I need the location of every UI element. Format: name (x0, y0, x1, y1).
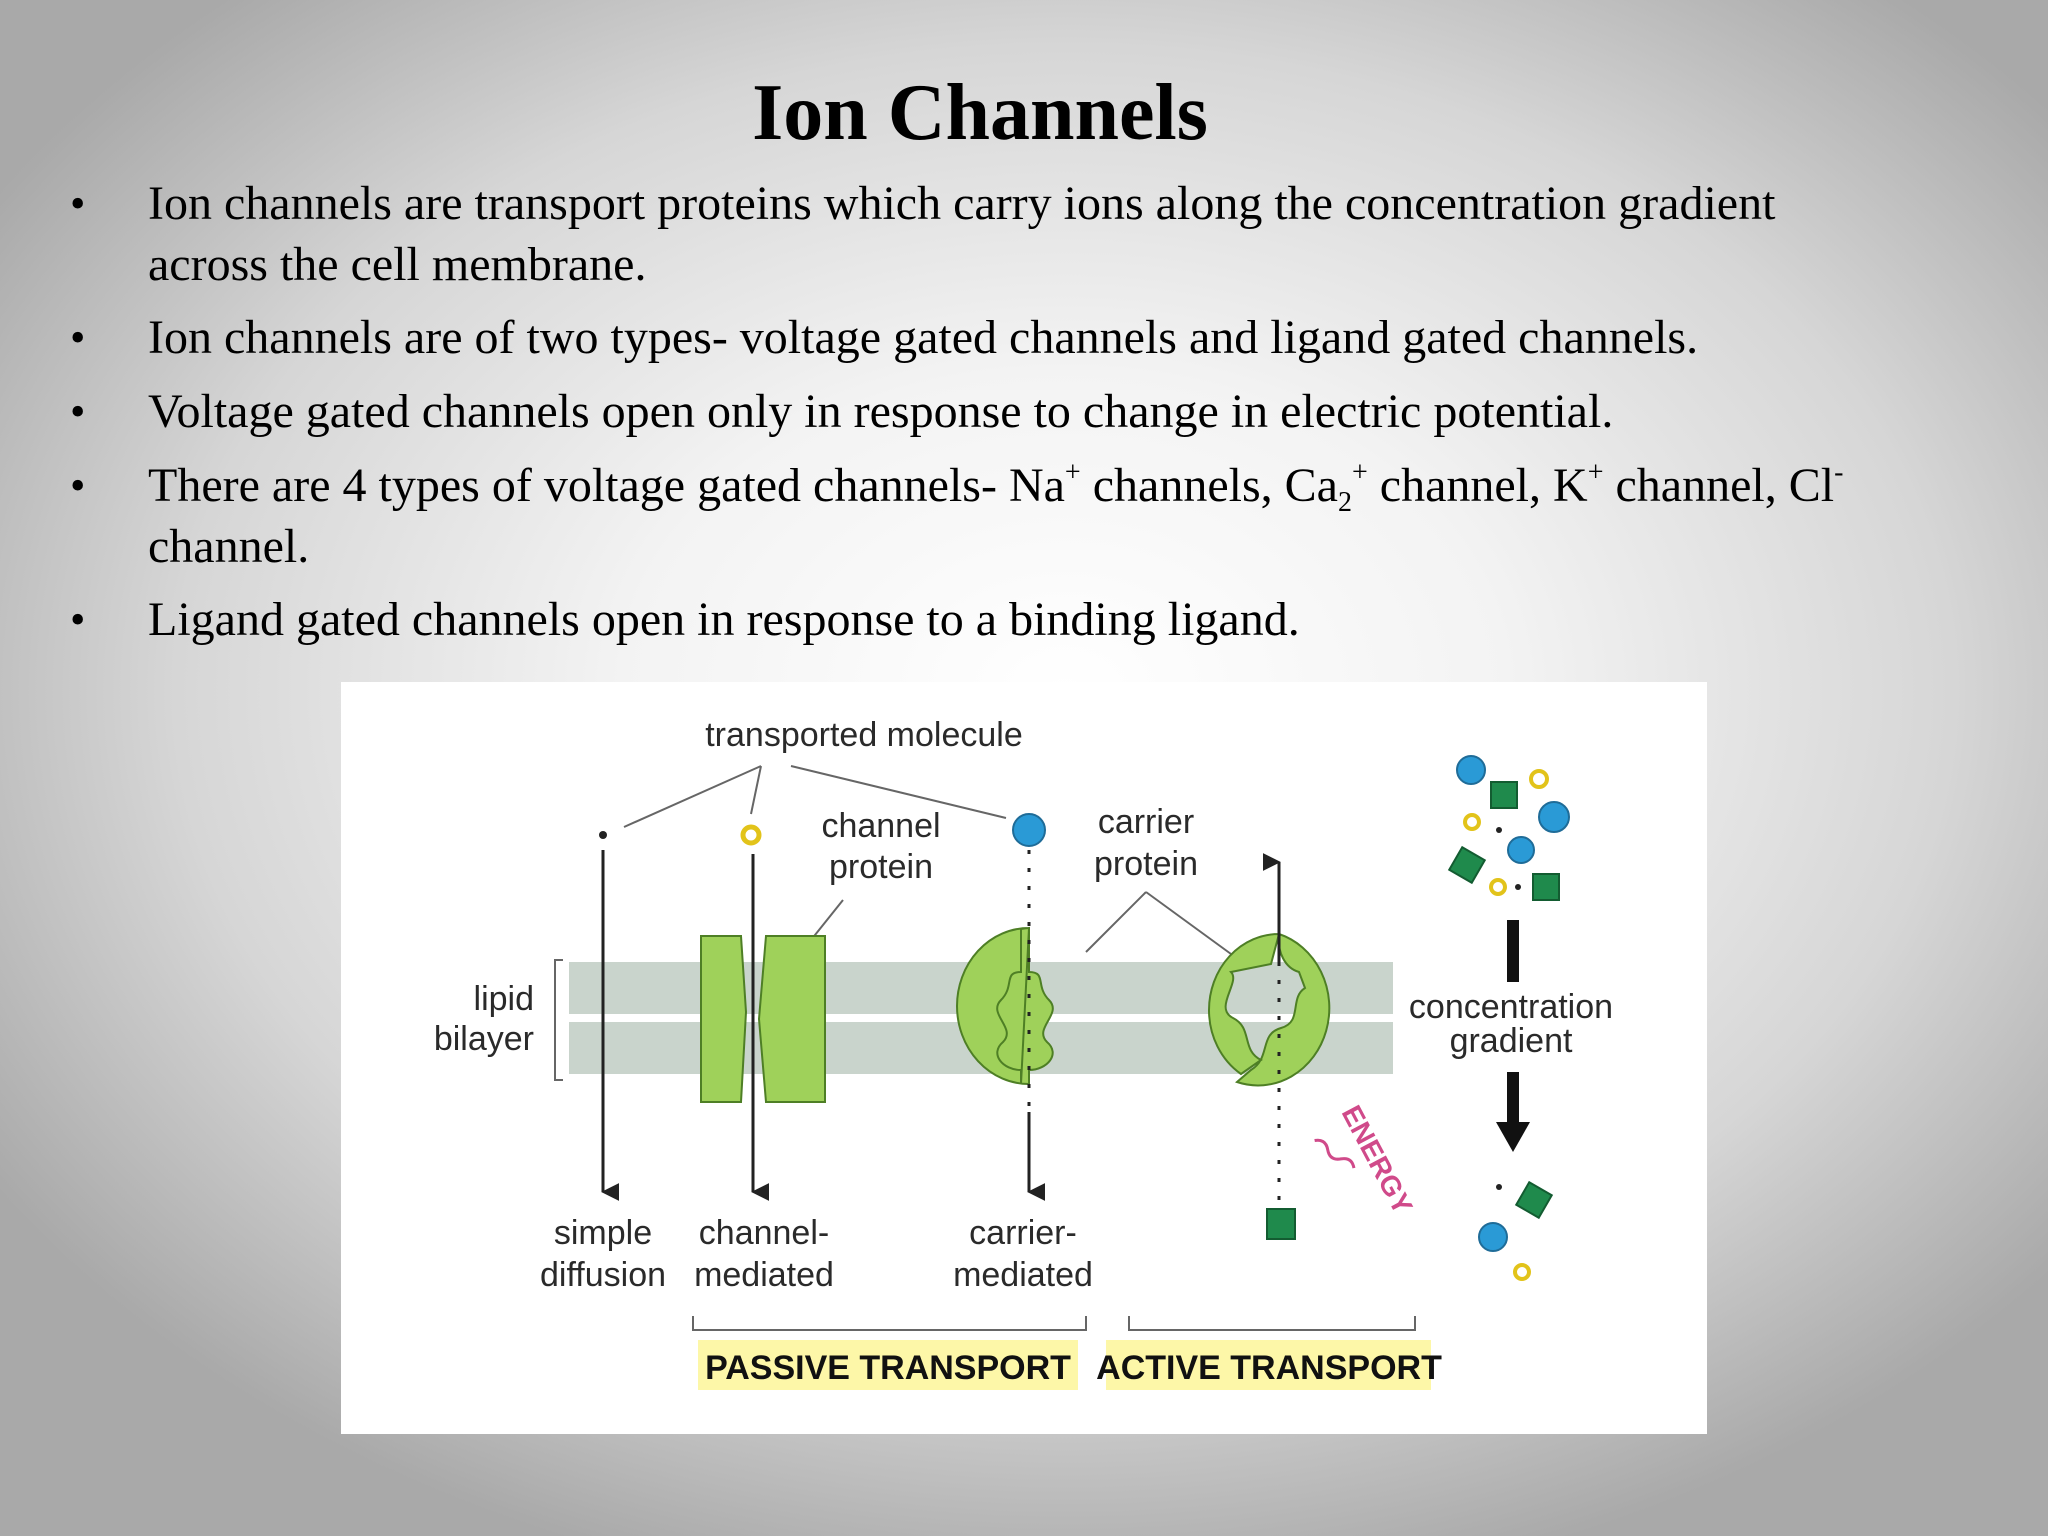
blue-molecule (1507, 836, 1535, 864)
active-transport-label: ACTIVE TRANSPORT (1096, 1349, 1442, 1387)
yellow-ring-molecule (740, 824, 762, 846)
bullet-marker: • (70, 313, 86, 362)
channel-protein-pointer (810, 899, 844, 941)
channel-protein-left (700, 935, 748, 1103)
green-square-molecule (1514, 1180, 1554, 1220)
concentration-gradient-label-line-2: gradient (1450, 1022, 1573, 1060)
active-transport-highlight (1106, 1340, 1431, 1390)
yellow-ring-molecule (1513, 1263, 1531, 1281)
bullet-1-line-1: Ion channels are transport proteins whic… (148, 177, 1776, 230)
carrier-protein-label-line-1: carrier (1098, 803, 1194, 841)
gradient-bar-top (1507, 920, 1519, 982)
text-segment: channel, Cl (1603, 459, 1835, 512)
green-square-molecule (1266, 1208, 1296, 1240)
text-segment: channel, K (1367, 459, 1588, 512)
yellow-ring-molecule (1489, 878, 1507, 896)
active-carrier-protein (1207, 932, 1331, 1087)
lipid-bilayer-label-line-1: lipid (474, 980, 534, 1018)
passive-transport-bracket (692, 1316, 1087, 1331)
carrier-mediated-label-line-1: carrier- (969, 1214, 1077, 1252)
bilayer-bracket (554, 959, 563, 1081)
cl-charge: - (1834, 457, 1844, 488)
channel-protein-right (757, 935, 826, 1103)
bullet-5-line-1: Ligand gated channels open in response t… (148, 593, 1300, 646)
concentration-gradient-label-line-1: concentration (1409, 988, 1613, 1026)
channel-protein-label-line-1: channel (821, 807, 940, 845)
membrane-transport-diagram: lipid bilayer transported molecule chann… (341, 682, 1707, 1434)
green-square-molecule (1532, 873, 1560, 901)
small-molecule-dot (1515, 884, 1521, 890)
active-transport-bracket (1128, 1316, 1416, 1331)
diagram-svg: lipid bilayer transported molecule chann… (434, 716, 1613, 1390)
channel-mediated-label-line-1: channel- (699, 1214, 829, 1252)
blue-molecule (1538, 801, 1570, 833)
ca-subscript: 2 (1337, 487, 1352, 518)
small-molecule-dot (599, 831, 607, 839)
ca-charge: + (1351, 457, 1368, 488)
bullet-2: • Ion channels are of two types- voltage… (70, 307, 1978, 368)
small-molecule-dot (1496, 827, 1502, 833)
bullet-1: • Ion channels are transport proteins wh… (70, 173, 1978, 295)
bullet-marker: • (70, 387, 86, 436)
slide-title: Ion Channels (752, 69, 1208, 157)
channel-protein-label-line-2: protein (829, 848, 933, 886)
text-segment: There are 4 types of voltage gated chann… (148, 459, 1065, 512)
bullet-3: • Voltage gated channels open only in re… (70, 381, 1978, 442)
bullet-5: • Ligand gated channels open in response… (70, 589, 1978, 650)
bullet-marker: • (70, 461, 86, 510)
carrier-protein-connector (1085, 891, 1232, 955)
blue-molecule (1478, 1222, 1508, 1252)
gradient-arrowhead (1496, 1122, 1530, 1152)
channel-mediated-label-line-2: mediated (694, 1256, 834, 1294)
passive-transport-label: PASSIVE TRANSPORT (705, 1349, 1071, 1387)
bullet-marker: • (70, 595, 86, 644)
transported-molecule-label: transported molecule (705, 716, 1023, 754)
bullet-2-line-1: Ion channels are of two types- voltage g… (148, 311, 1699, 364)
passive-transport-highlight (698, 1340, 1078, 1390)
lipid-bilayer-label-line-2: bilayer (434, 1020, 534, 1058)
carrier-mediated-label-line-2: mediated (953, 1256, 1093, 1294)
green-square-molecule (1490, 781, 1518, 809)
blue-molecule (1456, 755, 1486, 785)
simple-diffusion-label-line-1: simple (554, 1214, 652, 1252)
bullet-3-line-1: Voltage gated channels open only in resp… (148, 385, 1614, 438)
yellow-ring-molecule (1463, 813, 1481, 831)
yellow-ring-molecule (1529, 769, 1549, 789)
low-concentration-cluster (1478, 1180, 1554, 1281)
carrier-protein-label-line-2: protein (1094, 845, 1198, 883)
bullet-4-line-2: channel. (148, 520, 310, 573)
k-charge: + (1587, 457, 1604, 488)
transported-molecule-connector (623, 765, 1007, 828)
green-square-molecule (1447, 845, 1487, 885)
bullet-4: • There are 4 types of voltage gated cha… (70, 455, 1978, 577)
simple-diffusion-label-line-2: diffusion (540, 1256, 666, 1294)
high-concentration-cluster (1447, 755, 1570, 901)
bullet-marker: • (70, 179, 86, 228)
gradient-bar-bottom (1507, 1072, 1519, 1122)
bullet-1-line-2: across the cell membrane. (148, 238, 647, 291)
bullet-4-line-1: There are 4 types of voltage gated chann… (148, 455, 1978, 518)
passive-carrier-protein (956, 926, 1054, 1086)
small-molecule-dot (1496, 1184, 1502, 1190)
text-segment: channels, Ca (1080, 459, 1338, 512)
blue-molecule (1012, 813, 1046, 847)
energy-squiggle (1314, 1138, 1356, 1169)
na-charge: + (1064, 457, 1081, 488)
